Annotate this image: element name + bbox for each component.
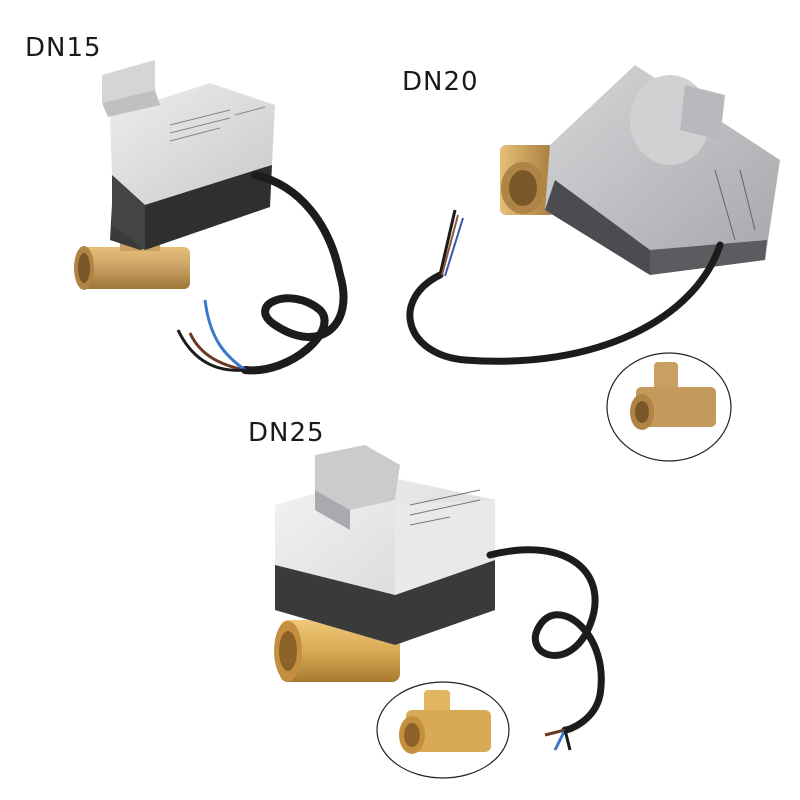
size-label-dn20: DN20: [402, 67, 479, 97]
size-label-dn15: DN15: [25, 33, 102, 63]
product-dn15-valve: [60, 55, 370, 395]
inset-dn25: [376, 680, 510, 780]
product-dn20-valve: [395, 60, 795, 380]
size-label-dn25: DN25: [248, 418, 325, 448]
inset-dn20: [606, 352, 732, 462]
product-dn25-valve: [270, 445, 670, 785]
